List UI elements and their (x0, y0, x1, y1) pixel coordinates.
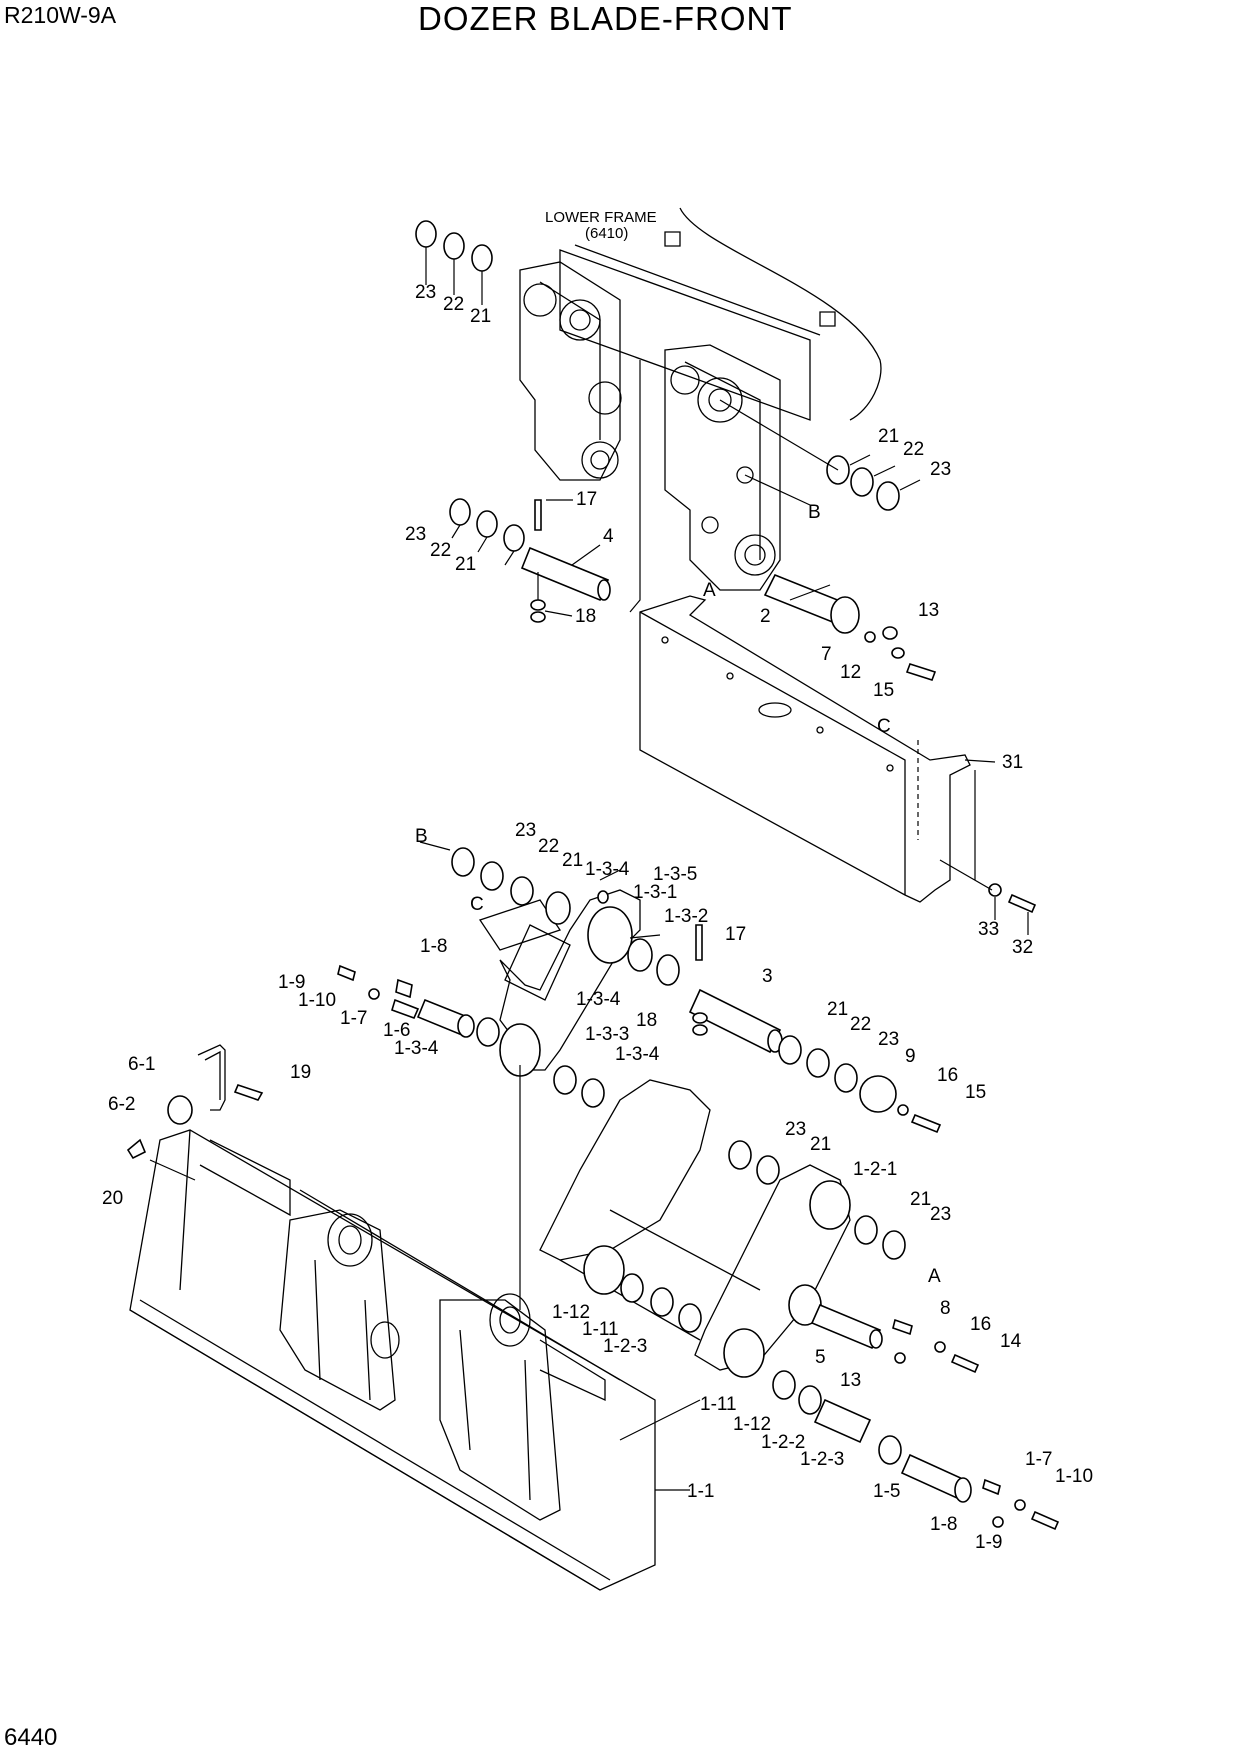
callout: 21 (810, 1134, 831, 1155)
callout: 1-3-4 (576, 989, 621, 1010)
callout: 23 (878, 1029, 899, 1050)
callout: 12 (840, 662, 861, 683)
callout: 21 (878, 426, 899, 447)
callout: 16 (937, 1065, 958, 1086)
callout: 1-7 (340, 1008, 367, 1029)
ref-label: LOWER FRAME (545, 209, 657, 226)
callout: 19 (290, 1062, 311, 1083)
callout: 21 (910, 1189, 931, 1210)
callout: 1-3-3 (585, 1024, 629, 1045)
callout: 1-3-1 (633, 882, 677, 903)
callout: 17 (725, 924, 746, 945)
callout: 22 (443, 294, 464, 315)
page-title: DOZER BLADE-FRONT (418, 0, 793, 37)
callout: 15 (873, 680, 894, 701)
callout: 6-2 (108, 1094, 135, 1115)
callout: 22 (903, 439, 924, 460)
page-number: 6440 (4, 1724, 58, 1751)
callout: 23 (930, 459, 951, 480)
model-number: R210W-9A (4, 2, 117, 28)
callout: 23 (785, 1119, 806, 1140)
callout: 13 (840, 1370, 861, 1391)
callout: 1-2-2 (761, 1432, 805, 1453)
ref-label: (6410) (585, 225, 628, 242)
callout: B (808, 502, 821, 523)
plate-31 (639, 595, 1037, 935)
callout: 1-8 (420, 936, 447, 957)
callout: 15 (965, 1082, 986, 1103)
callout: 5 (815, 1347, 826, 1368)
callout: 22 (538, 836, 559, 857)
callout: A (703, 580, 716, 601)
callout-labels: LOWER FRAME (6410) 23 22 21 21 22 23 B 1… (102, 209, 1093, 1553)
callout: 14 (1000, 1331, 1022, 1352)
pin-1-6-group (337, 964, 475, 1038)
handle-6-1-group (126, 1044, 264, 1181)
blade-1-1 (129, 1129, 690, 1591)
callout: 33 (978, 919, 999, 940)
callout: 23 (415, 282, 436, 303)
callout: 3 (762, 966, 773, 987)
callout: C (470, 894, 484, 915)
callout: C (877, 716, 891, 737)
arm-1-3-1 (478, 889, 641, 1310)
pin-4-group (449, 498, 611, 623)
callout: 1-10 (298, 990, 336, 1011)
washer-stack-top-left (415, 220, 493, 305)
lower-frame-drawing (519, 207, 882, 613)
frame-1-2-1 (539, 1079, 1060, 1531)
callout: 1-9 (278, 972, 305, 993)
callout: 1-12 (733, 1414, 771, 1435)
callout: 1-3-5 (653, 864, 697, 885)
callout: 1-3-2 (664, 906, 708, 927)
callout: 1-7 (1025, 1449, 1052, 1470)
pin-2-group (763, 573, 937, 681)
callout: 16 (970, 1314, 991, 1335)
callout: 1-6 (383, 1020, 410, 1041)
callout: 2 (760, 606, 771, 627)
callout: 1-2-3 (603, 1336, 647, 1357)
callout: 23 (930, 1204, 951, 1225)
callout: 1-12 (552, 1302, 590, 1323)
callout: 21 (827, 999, 848, 1020)
callout: 1-3-4 (615, 1044, 660, 1065)
callout: 1-3-4 (585, 859, 630, 880)
callout: 1-10 (1055, 1466, 1093, 1487)
callout: 21 (455, 554, 476, 575)
callout: 18 (636, 1010, 657, 1031)
callout: 22 (850, 1014, 871, 1035)
callout: 32 (1012, 937, 1033, 958)
callout: 1-11 (582, 1319, 619, 1340)
callout: 20 (102, 1188, 123, 1209)
callout: 4 (603, 526, 614, 547)
washer-stack-top-right (719, 399, 921, 511)
callout: 1-9 (975, 1532, 1002, 1553)
callout: 21 (470, 306, 491, 327)
callout: 8 (940, 1298, 951, 1319)
callout: 1-8 (930, 1514, 957, 1535)
callout: 31 (1002, 752, 1023, 773)
pin-3-group (419, 841, 942, 1134)
callout: 1-2-3 (800, 1449, 844, 1470)
callout: 1-1 (687, 1481, 714, 1502)
callout: 1-2-1 (853, 1159, 897, 1180)
callout: 18 (575, 606, 596, 627)
callout: 13 (918, 600, 939, 621)
callout: 6-1 (128, 1054, 155, 1075)
callout: 1-3-4 (394, 1038, 439, 1059)
callout: 7 (821, 644, 832, 665)
callout: B (415, 826, 428, 847)
callout: 23 (515, 820, 536, 841)
callout: 21 (562, 850, 583, 871)
callout: 23 (405, 524, 426, 545)
callout: 17 (576, 489, 597, 510)
callout: 9 (905, 1046, 916, 1067)
callout: 1-5 (873, 1481, 900, 1502)
callout: 22 (430, 540, 451, 561)
callout: A (928, 1266, 941, 1287)
callout: 1-11 (700, 1394, 737, 1415)
